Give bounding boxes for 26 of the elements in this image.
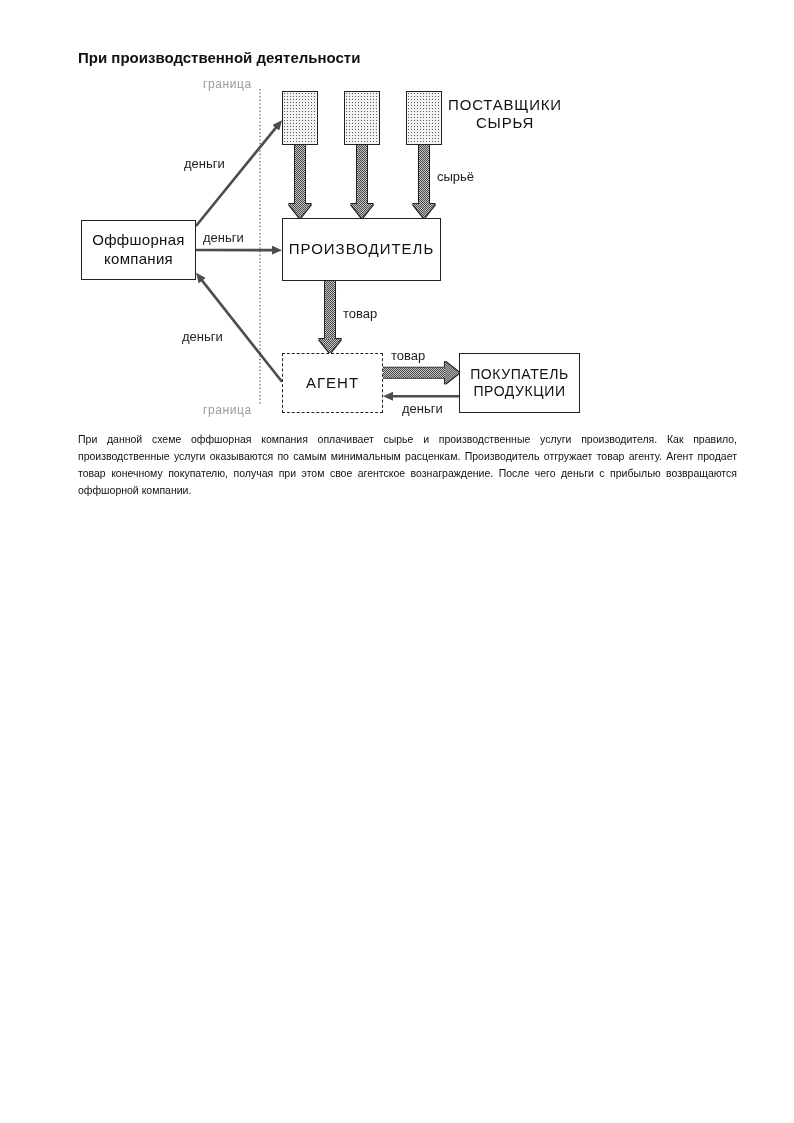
group-label: ПОСТАВЩИКИ СЫРЬЯ bbox=[447, 96, 563, 132]
caption-text: При данной схеме оффшорная компания оплачивает сырье и производственные услуги производителя. Как правило, производственные услуги оказываются по самым минимальным расценкам. Производитель отгружает товар агенту. Агент продает товар конечному покупателю, получая при этом свое агентское вознаграждение. После чего деньги с прибылью возвращаются оффшорной компании. bbox=[78, 432, 737, 498]
node-label: АГЕНТ bbox=[305, 373, 360, 393]
diagram-title: При производственной деятельности bbox=[78, 49, 361, 66]
edge-label: сырьё bbox=[436, 169, 476, 184]
dotted-box bbox=[282, 91, 318, 145]
arrow bbox=[383, 391, 459, 401]
process-box bbox=[459, 353, 580, 413]
process-box bbox=[282, 218, 441, 281]
arrow bbox=[196, 245, 282, 255]
dotted-box bbox=[344, 91, 380, 145]
block-arrow bbox=[413, 145, 435, 218]
dotted-box bbox=[406, 91, 442, 145]
arrow bbox=[194, 272, 284, 383]
arrow bbox=[195, 119, 283, 227]
node-label: Оффшорная компания bbox=[91, 231, 186, 269]
boundary-label: граница bbox=[203, 403, 252, 417]
boundary-label: граница bbox=[203, 77, 252, 91]
process-box bbox=[81, 220, 196, 280]
block-arrow bbox=[319, 281, 341, 353]
block-arrow bbox=[288, 145, 311, 218]
node-label: ПОКУПАТЕЛЬ ПРОДУКЦИИ bbox=[469, 365, 570, 401]
block-arrow bbox=[351, 145, 373, 218]
node-label: ПРОИЗВОДИТЕЛЬ bbox=[288, 240, 435, 259]
block-arrow bbox=[383, 361, 459, 384]
dashed-box bbox=[282, 353, 383, 413]
